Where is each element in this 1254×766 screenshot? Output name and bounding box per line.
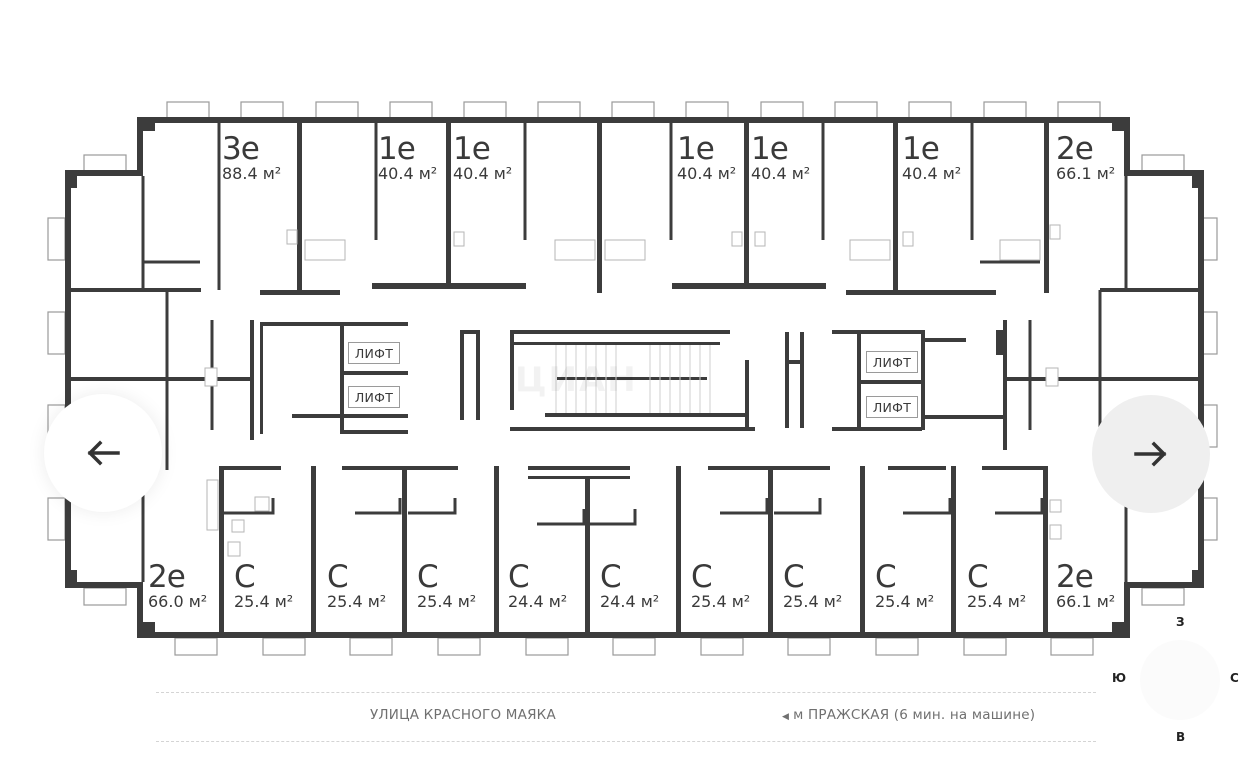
unit-type: 1e (902, 131, 940, 167)
unit-type: 1e (378, 131, 416, 167)
unit-area: 25.4 м² (875, 592, 935, 611)
bottom-partitions (141, 466, 1128, 638)
unit-area: 25.4 м² (783, 592, 843, 611)
unit-area: 25.4 м² (967, 592, 1027, 611)
top-partitions (71, 123, 1198, 295)
cross-walls (71, 290, 1198, 470)
unit-area: 40.4 м² (378, 164, 438, 183)
unit-area: 88.4 м² (222, 164, 282, 183)
street-name: УЛИЦА КРАСНОГО МАЯКА (370, 707, 556, 723)
metro-label: м ПРАЖСКАЯ (6 мин. на машине) (793, 707, 1036, 723)
compass-south: Ю (1112, 671, 1127, 685)
lift-label: ЛИФТ (348, 386, 400, 408)
watermark: ЦИАН (515, 360, 638, 400)
unit-area: 66.1 м² (1056, 592, 1116, 611)
prev-button[interactable] (44, 394, 162, 512)
unit-type: С (234, 559, 256, 595)
unit-type: С (691, 559, 713, 595)
unit-type: С (783, 559, 805, 595)
compass-ring (1140, 640, 1220, 720)
unit-area: 24.4 м² (600, 592, 660, 611)
unit-area: 25.4 м² (417, 592, 477, 611)
unit-type: 2e (1056, 131, 1094, 167)
unit-type: С (417, 559, 439, 595)
arrow-left-icon (87, 440, 120, 466)
unit-area: 40.4 м² (902, 164, 962, 183)
unit-type: 3e (222, 131, 260, 167)
compass-north: С (1230, 671, 1239, 685)
unit-area: 24.4 м² (508, 592, 568, 611)
unit-type: С (508, 559, 530, 595)
unit-area: 40.4 м² (751, 164, 811, 183)
lift-label: ЛИФТ (866, 351, 918, 373)
metro-info: ◀м ПРАЖСКАЯ (6 мин. на машине) (782, 707, 1035, 723)
next-button[interactable] (1092, 395, 1210, 513)
unit-area: 40.4 м² (677, 164, 737, 183)
street-bottom-line (156, 741, 1096, 742)
arrow-right-icon (1134, 441, 1167, 467)
street-top-line (156, 692, 1096, 693)
outer-walls (65, 117, 1204, 638)
bottom-windows (174, 637, 1094, 656)
unit-area: 40.4 м² (453, 164, 513, 183)
unit-area: 25.4 м² (691, 592, 751, 611)
triangle-left-icon: ◀ (782, 712, 790, 722)
compass-east: В (1176, 730, 1186, 744)
core (260, 322, 1005, 434)
unit-type: С (875, 559, 897, 595)
unit-type: 1e (453, 131, 491, 167)
unit-type: 2e (1056, 559, 1094, 595)
unit-type: 1e (751, 131, 789, 167)
unit-area: 25.4 м² (234, 592, 294, 611)
unit-type: С (600, 559, 622, 595)
unit-type: С (327, 559, 349, 595)
unit-type: С (967, 559, 989, 595)
unit-type: 2e (148, 559, 186, 595)
lift-label: ЛИФТ (348, 342, 400, 364)
unit-area: 25.4 м² (327, 592, 387, 611)
unit-type: 1e (677, 131, 715, 167)
unit-area: 66.0 м² (148, 592, 208, 611)
compass-west: З (1176, 615, 1185, 629)
lift-label: ЛИФТ (866, 396, 918, 418)
unit-area: 66.1 м² (1056, 164, 1116, 183)
